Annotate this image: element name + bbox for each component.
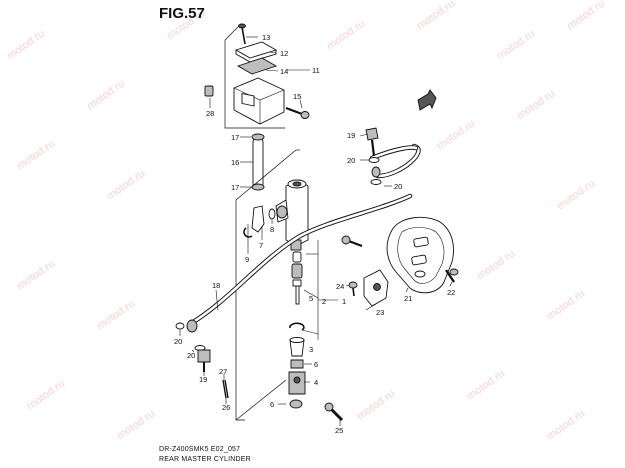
front-direction-arrow-icon	[417, 89, 437, 111]
figure-caption: REAR MASTER CYLINDER	[159, 456, 251, 463]
lower-union-bolt	[175, 319, 211, 372]
watermark: motod.ru	[465, 368, 507, 403]
callout-19-lower: 19	[199, 375, 207, 384]
callout-7: 7	[259, 241, 263, 250]
callout-12: 12	[280, 49, 288, 58]
callout-15: 15	[293, 92, 301, 101]
cotter-pin	[222, 379, 229, 399]
callout-8: 8	[270, 225, 274, 234]
callout-22: 22	[447, 288, 455, 297]
piston-set	[291, 251, 303, 305]
piston-circlip	[289, 322, 305, 331]
watermark: motod.ru	[25, 378, 67, 413]
reservoir-assembly	[204, 23, 310, 129]
figure-code: DR-Z400SMK5 E02_057	[159, 446, 240, 453]
bracket-screw	[348, 281, 358, 297]
master-cylinder-frame	[235, 149, 300, 421]
watermark: motod.ru	[435, 118, 477, 153]
leader-lines	[179, 36, 453, 426]
callout-6-lower: 6	[270, 400, 274, 409]
callout-20-lower: 20	[187, 351, 195, 360]
callout-9: 9	[245, 255, 249, 264]
master-cylinder-body	[275, 179, 309, 251]
watermark: motod.ru	[15, 138, 57, 173]
reservoir-body	[233, 77, 285, 125]
watermark: motod.ru	[355, 388, 397, 423]
brake-hose	[187, 143, 421, 327]
callout-3: 3	[309, 345, 313, 354]
callout-16: 16	[231, 158, 239, 167]
watermark: motod.ru	[475, 248, 517, 283]
mount-bolt	[341, 235, 363, 248]
watermark: motod.ru	[565, 0, 607, 32]
reservoir-diaphragm	[236, 57, 278, 75]
guard-bolt	[445, 268, 459, 283]
clevis-pin	[324, 402, 344, 422]
hose-joint	[251, 205, 265, 233]
upper-union-bolt	[365, 127, 382, 185]
watermark: motod.ru	[325, 18, 367, 53]
watermark: motod.ru	[515, 88, 557, 123]
callout-20-upper: 20	[347, 156, 355, 165]
callout-13: 13	[262, 33, 270, 42]
callout-19-upper: 19	[347, 131, 355, 140]
callout-25: 25	[335, 426, 343, 435]
watermark: motod.ru	[555, 178, 597, 213]
watermark: motod.ru	[105, 168, 147, 203]
circlip	[243, 227, 253, 238]
callout-23: 23	[376, 308, 384, 317]
watermark: motod.ru	[5, 28, 47, 63]
reservoir-screw	[238, 23, 246, 45]
callout-18: 18	[212, 281, 220, 290]
watermark: motod.ru	[85, 78, 127, 113]
watermark: motod.ru	[115, 408, 157, 443]
callout-27: 27	[219, 367, 227, 376]
lock-nut	[290, 359, 304, 369]
callout-2: 2	[322, 297, 326, 306]
callout-17-upper: 17	[231, 133, 239, 142]
heat-guard	[386, 216, 454, 294]
watermark: motod.ru	[545, 408, 587, 443]
callout-14: 14	[280, 67, 288, 76]
watermark: motod.ru	[495, 28, 537, 63]
callout-5: 5	[309, 294, 313, 303]
callout-24: 24	[336, 282, 344, 291]
callout-20-right: 20	[394, 182, 402, 191]
watermark: motod.ru	[545, 288, 587, 323]
clevis-pin-nut	[289, 399, 303, 409]
callout-labels: 13 12 14 11 15 28 17 16 17 8 7 9 2 1 5 3…	[174, 33, 455, 435]
callout-28: 28	[206, 109, 214, 118]
reservoir-cover	[204, 85, 214, 97]
watermark: motod.ru	[415, 0, 457, 32]
callout-11: 11	[312, 66, 320, 75]
watermark: motod.ru	[15, 258, 57, 293]
watermark: motod.ru	[95, 298, 137, 333]
guard-bracket	[363, 269, 389, 307]
callout-21: 21	[404, 294, 412, 303]
callout-17-lower: 17	[231, 183, 239, 192]
callout-6-upper: 6	[314, 360, 318, 369]
o-ring	[268, 208, 276, 220]
reservoir-hose	[251, 133, 265, 191]
reservoir-bolt	[285, 106, 310, 119]
figure-title: FIG.57	[159, 5, 205, 22]
callout-20-left: 20	[174, 337, 182, 346]
callout-1: 1	[342, 297, 346, 306]
callout-4: 4	[314, 378, 318, 387]
callout-26: 26	[222, 403, 230, 412]
